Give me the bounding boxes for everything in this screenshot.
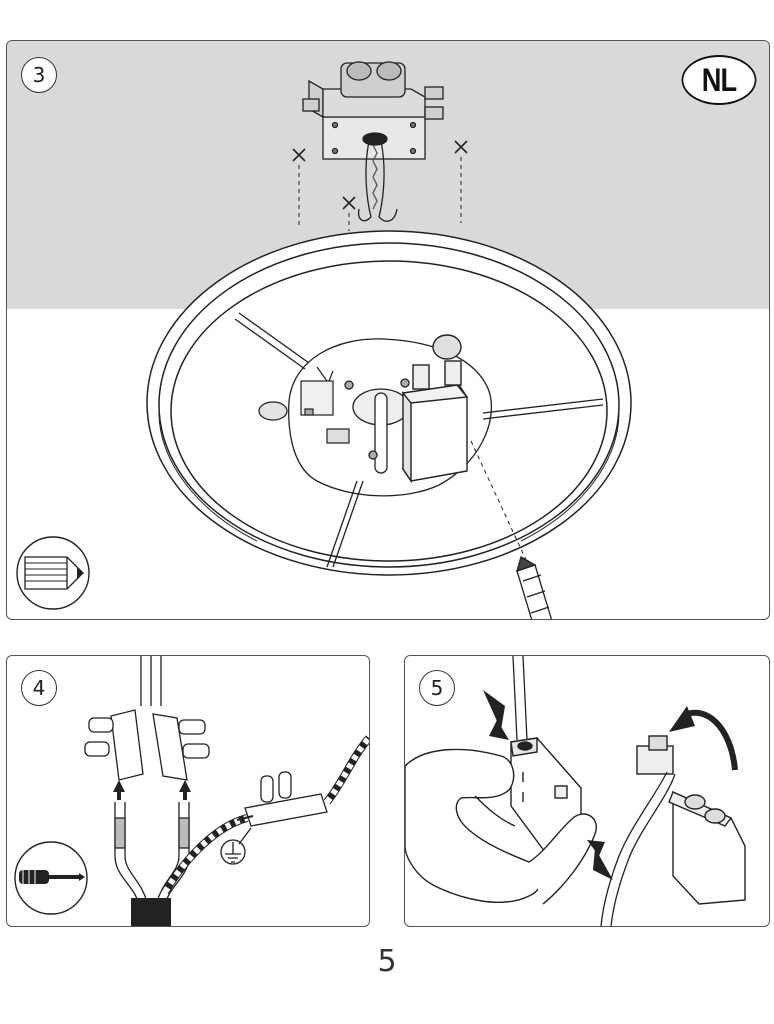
ring-spokes xyxy=(234,312,604,568)
cable-clamp-box xyxy=(510,737,582,857)
mains-cable xyxy=(357,140,398,222)
ceiling-lamp-mounting-illustration xyxy=(7,41,769,619)
ground-earth-icon xyxy=(220,827,252,865)
supply-cable xyxy=(140,656,162,706)
lamp-cable xyxy=(600,771,668,926)
step-5-panel: 5 xyxy=(404,655,770,927)
earth-connector xyxy=(236,771,328,827)
insert-arrows xyxy=(113,780,191,800)
screwdriver-icon xyxy=(14,841,88,915)
wire-connector-right xyxy=(152,713,210,781)
pencil-illustration xyxy=(516,556,553,619)
earth-wire xyxy=(161,735,369,895)
language-badge: NL xyxy=(681,55,757,105)
step-3-badge: 3 xyxy=(21,57,57,93)
wiring-connection-illustration xyxy=(14,656,369,926)
lamp-wires xyxy=(114,802,190,905)
rotate-arrow xyxy=(669,706,738,771)
step-3-panel: 3 NL xyxy=(6,40,770,620)
terminal-block xyxy=(300,366,350,444)
step-4-panel: 4 xyxy=(6,655,370,927)
pencil-icon xyxy=(16,536,90,610)
step-4-badge: 4 xyxy=(21,670,57,706)
step-5-badge: 5 xyxy=(419,670,455,706)
hand xyxy=(405,748,597,905)
push-arrows xyxy=(483,690,613,880)
led-driver-box xyxy=(401,334,469,484)
screw-position-markers xyxy=(292,140,468,231)
driver-terminal-box xyxy=(636,735,746,905)
cable-clamp-illustration xyxy=(405,656,746,926)
cable xyxy=(512,656,528,741)
marking-guide-line xyxy=(470,440,534,576)
wire-connector-left xyxy=(84,709,144,781)
ceiling-junction-box xyxy=(302,61,444,160)
page-number: 5 xyxy=(377,944,397,979)
cable-sheath xyxy=(131,898,171,926)
